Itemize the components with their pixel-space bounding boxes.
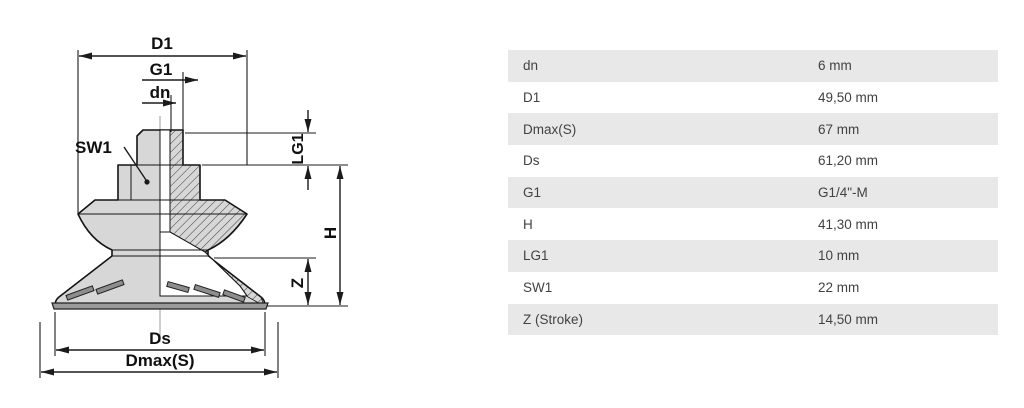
table-row: SW1 22 mm xyxy=(508,271,998,304)
dim-label-z: Z xyxy=(288,278,307,288)
param-name: Dmax(S) xyxy=(523,121,577,137)
dim-label-h: H xyxy=(321,227,340,239)
dim-label-dmax: Dmax(S) xyxy=(126,351,195,370)
param-value: 49,50 mm xyxy=(818,90,879,106)
param-name: H xyxy=(523,216,533,232)
param-value: 6 mm xyxy=(818,58,852,74)
param-value: 61,20 mm xyxy=(818,153,879,169)
table-row: dn 6 mm xyxy=(508,50,998,82)
table-row: Ds 61,20 mm xyxy=(508,145,998,177)
sealing-lip-edge xyxy=(51,302,269,310)
table-row: H 41,30 mm xyxy=(508,208,998,241)
table-row: LG1 10 mm xyxy=(508,240,998,272)
table-row: Z (Stroke) 14,50 mm xyxy=(508,303,998,336)
dim-label-d1: D1 xyxy=(151,34,173,53)
dim-label-lg1: LG1 xyxy=(290,133,307,164)
param-name: D1 xyxy=(523,90,541,106)
param-name: Ds xyxy=(523,153,540,169)
table-row: D1 49,50 mm xyxy=(508,81,998,114)
param-value: 10 mm xyxy=(818,248,860,264)
param-value: 22 mm xyxy=(818,280,860,296)
section-hatching xyxy=(169,129,265,307)
spec-table: dn 6 mm D1 49,50 mm Dmax(S) 67 mm Ds 61,… xyxy=(508,50,998,336)
table-row: Dmax(S) 67 mm xyxy=(508,113,998,146)
sw1-leader xyxy=(123,146,150,185)
param-name: G1 xyxy=(523,185,542,201)
table-row: G1 G1/4"-M xyxy=(508,176,998,209)
extension-lines xyxy=(39,50,348,378)
dimension-arrows xyxy=(41,52,344,376)
bore xyxy=(159,129,171,233)
param-name: Z (Stroke) xyxy=(523,311,584,327)
body-detail-lines xyxy=(78,164,247,257)
technical-drawing: D1 G1 dn SW1 LG1 H Z Ds Dmax(S) xyxy=(39,34,348,378)
dim-label-g1: G1 xyxy=(150,60,173,79)
param-value: 14,50 mm xyxy=(818,311,879,327)
param-name: LG1 xyxy=(523,248,549,264)
param-value: 67 mm xyxy=(818,121,860,137)
param-name: SW1 xyxy=(523,280,553,296)
lip-slots xyxy=(65,279,246,303)
param-value: G1/4"-M xyxy=(818,185,868,201)
dim-label-sw1: SW1 xyxy=(75,138,112,157)
dim-label-ds: Ds xyxy=(149,329,171,348)
param-name: dn xyxy=(523,58,539,74)
dim-label-dn: dn xyxy=(150,83,171,102)
param-value: 41,30 mm xyxy=(818,216,879,232)
